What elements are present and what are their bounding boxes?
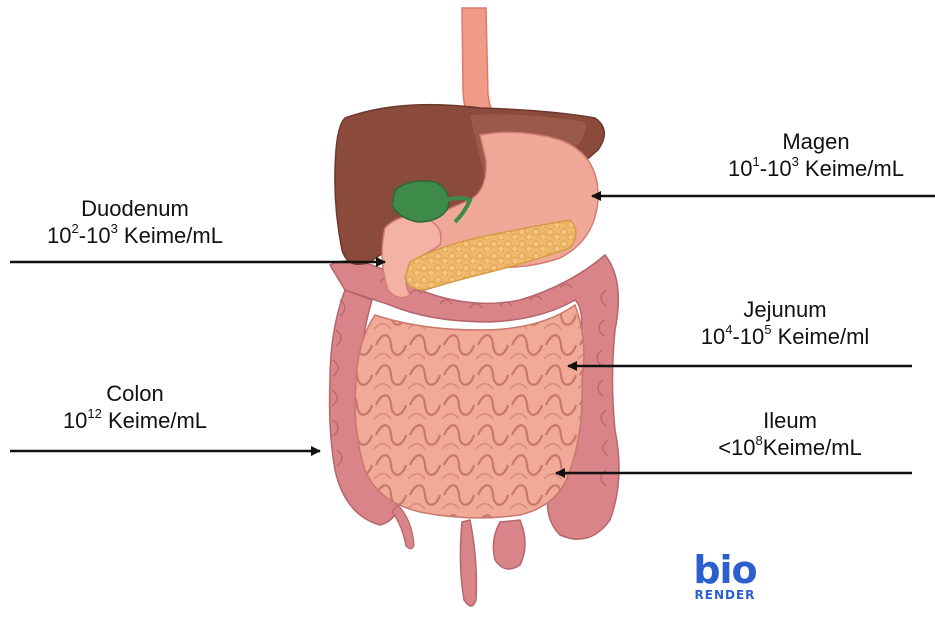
logo-bio-text: bio — [680, 552, 770, 588]
label-duodenum-name: Duodenum — [0, 195, 270, 222]
label-duodenum: Duodenum 102-103 Keime/mL — [0, 195, 270, 249]
label-jejunum-name: Jejunum — [665, 296, 905, 323]
label-colon: Colon 1012 Keime/mL — [20, 380, 250, 434]
label-ileum-name: Ileum — [675, 407, 905, 434]
label-colon-count: 1012 Keime/mL — [20, 407, 250, 434]
label-jejunum-count: 104-105 Keime/ml — [665, 323, 905, 350]
label-ileum: Ileum <108Keime/mL — [675, 407, 905, 461]
label-ileum-count: <108Keime/mL — [675, 434, 905, 461]
label-duodenum-count: 102-103 Keime/mL — [0, 222, 270, 249]
small-intestine — [355, 305, 584, 518]
label-colon-name: Colon — [20, 380, 250, 407]
biorender-logo: bio RENDER — [680, 552, 770, 602]
label-jejunum: Jejunum 104-105 Keime/ml — [665, 296, 905, 350]
gallbladder — [392, 181, 449, 222]
label-magen-count: 101-103 Keime/mL — [700, 155, 932, 182]
appendix — [392, 505, 414, 549]
label-magen: Magen 101-103 Keime/mL — [700, 128, 932, 182]
label-magen-name: Magen — [700, 128, 932, 155]
